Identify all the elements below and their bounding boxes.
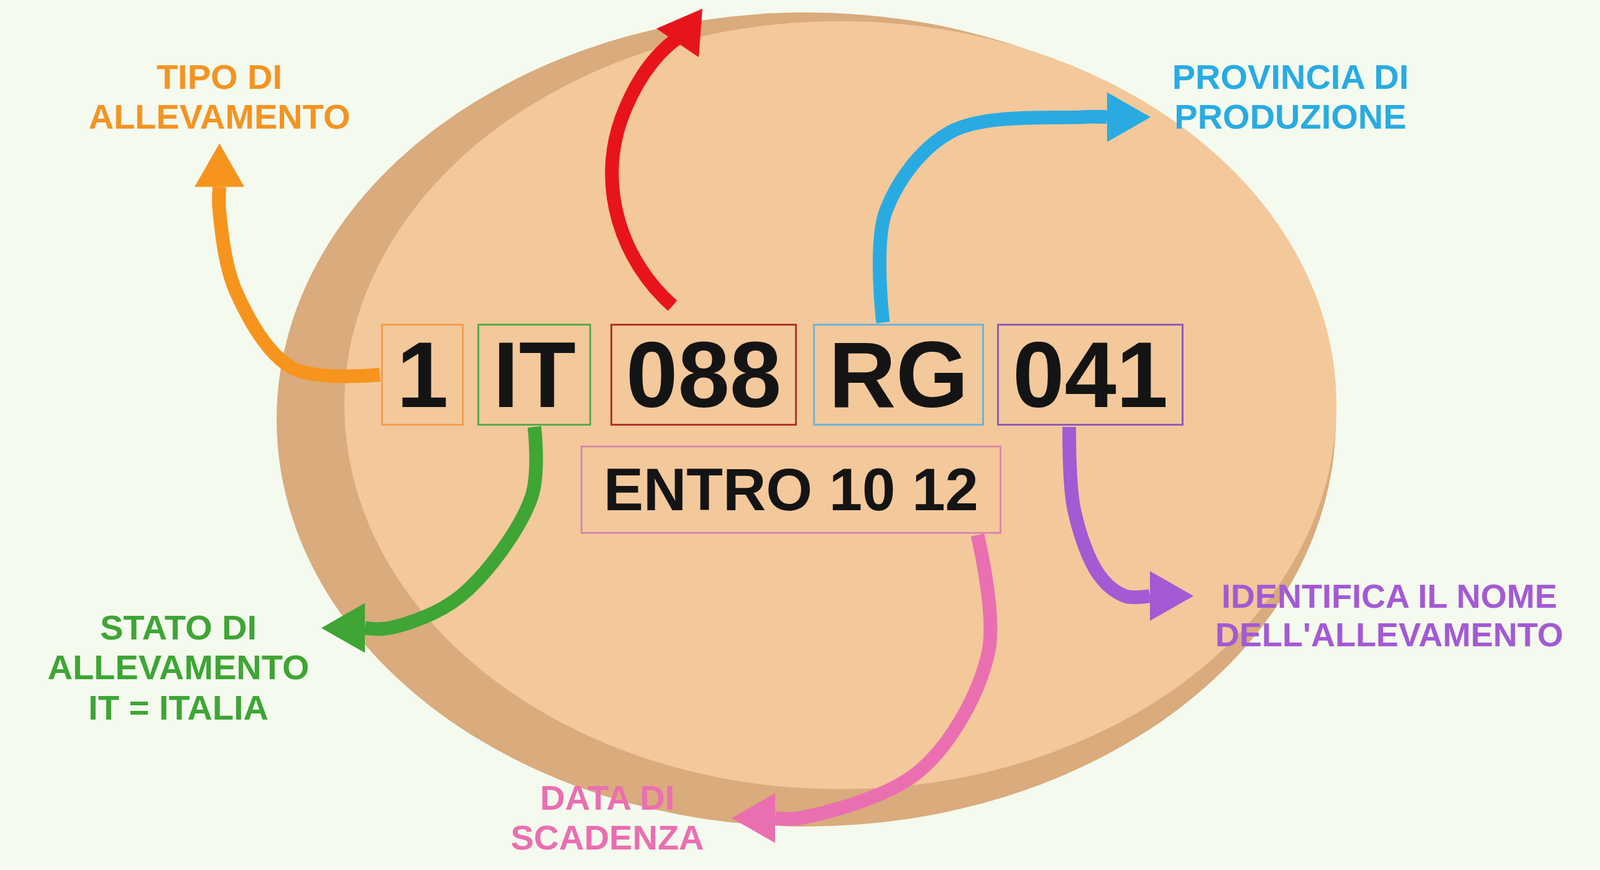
code-box: 041: [997, 323, 1184, 426]
label-text: IDENTIFICA IL NOME DELL'ALLEVAMENTO: [1199, 576, 1579, 654]
label-text: STATO DI ALLEVAMENTO IT = ITALIA: [41, 607, 316, 728]
code-box: 088: [610, 323, 797, 426]
code-box: 1: [381, 323, 464, 426]
callout-label: PROVINCIA DI PRODUZIONE: [1156, 57, 1425, 138]
code-text: 1: [396, 328, 449, 422]
leader-arrowhead: [656, 8, 703, 58]
callout-arrow: [879, 91, 1151, 323]
egg-shell: [344, 21, 1337, 790]
code-box: IT: [477, 323, 592, 426]
callout-arrow: [731, 535, 991, 843]
arrow-shaft: [364, 427, 536, 630]
callout-arrow: [321, 427, 536, 654]
leader-arrow: [611, 37, 679, 306]
code-text: 088: [625, 328, 782, 422]
callout-label: STATO DI ALLEVAMENTO IT = ITALIA: [41, 607, 316, 728]
arrow-shaft: [218, 187, 380, 377]
arrowhead: [731, 793, 776, 843]
arrowhead: [321, 603, 365, 654]
expiry-box: ENTRO 10 12: [580, 445, 1002, 534]
arrow-shaft: [879, 116, 1108, 323]
code-text: ENTRO 10 12: [603, 459, 979, 520]
code-box: RG: [813, 323, 984, 426]
arrowhead: [1107, 91, 1151, 142]
callout-arrow: [1069, 427, 1194, 621]
code-text: 041: [1012, 328, 1168, 422]
label-text: PROVINCIA DI PRODUZIONE: [1156, 57, 1425, 138]
arrow-shaft: [1069, 427, 1150, 598]
callout-arrow: [194, 143, 380, 377]
callout-label: DATA DI SCADENZA: [489, 778, 726, 859]
code-text: IT: [492, 328, 576, 422]
arrow-shaft: [775, 535, 991, 820]
callout-label: TIPO DI ALLEVAMENTO: [70, 57, 369, 138]
code-text: RG: [828, 328, 969, 422]
label-text: DATA DI SCADENZA: [489, 778, 726, 859]
label-text: TIPO DI ALLEVAMENTO: [70, 57, 369, 138]
callout-label: IDENTIFICA IL NOME DELL'ALLEVAMENTO: [1199, 576, 1579, 654]
arrowhead: [194, 143, 245, 188]
arrowhead: [1149, 571, 1194, 621]
